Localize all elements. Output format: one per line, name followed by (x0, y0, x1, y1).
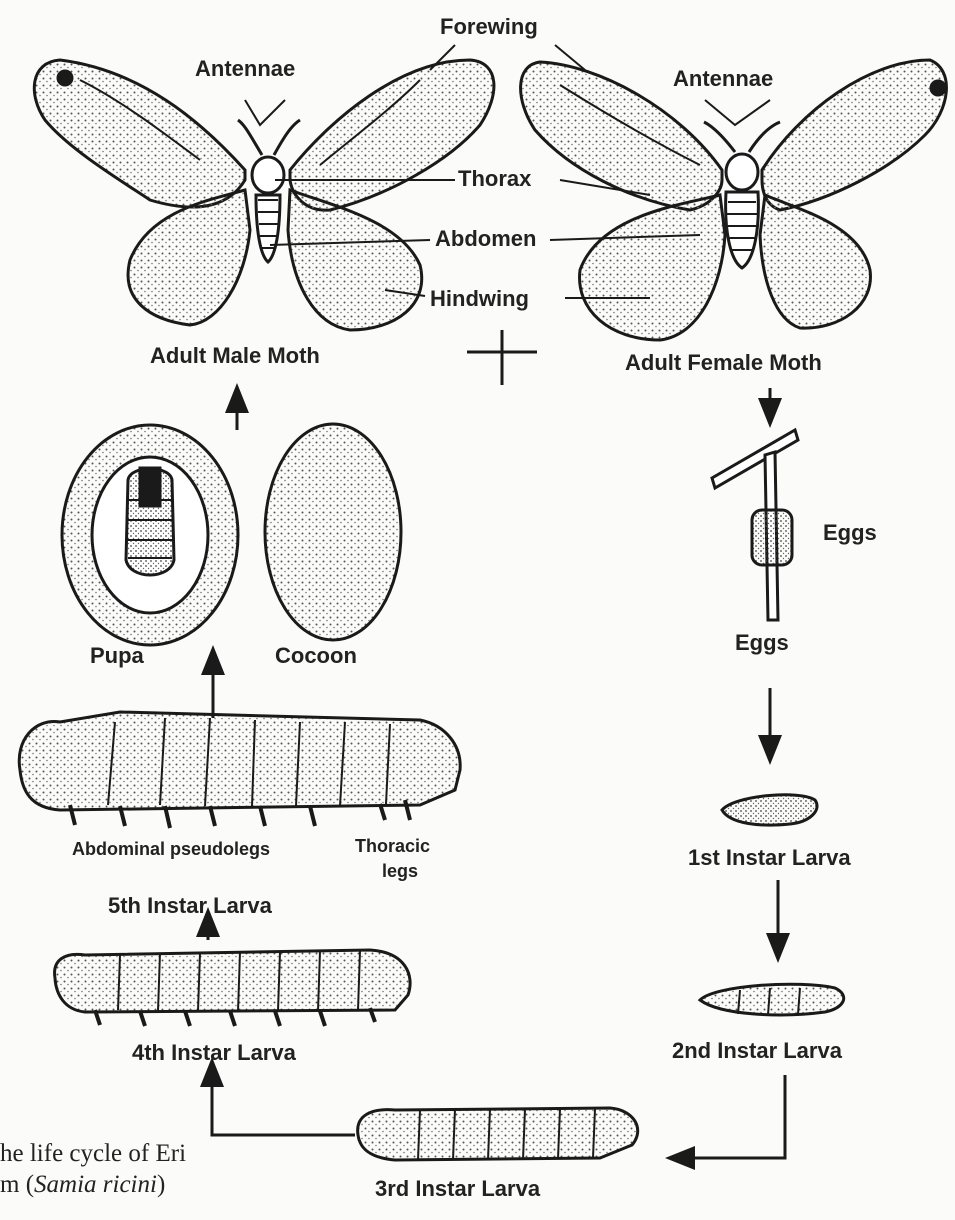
thorax-label: Thorax (458, 168, 531, 190)
2nd-instar-larva-label: 2nd Instar Larva (672, 1040, 842, 1062)
species-name: Samia ricini (34, 1171, 157, 1198)
3rd-instar-larva-label: 3rd Instar Larva (375, 1178, 540, 1200)
4th-instar-larva-illustration (55, 950, 411, 1026)
adult-female-moth-label: Adult Female Moth (625, 352, 822, 374)
5th-instar-larva-illustration (19, 712, 460, 828)
eggs-label: Eggs (735, 632, 789, 654)
thoracic-legs-label-line1: Thoracic (355, 837, 430, 855)
cocoon-illustration (265, 424, 401, 640)
4th-instar-larva-label: 4th Instar Larva (132, 1042, 296, 1064)
caption-line-2: m (Samia ricini) (0, 1169, 186, 1200)
cocoon-label: Cocoon (275, 645, 357, 667)
adult-male-moth-label: Adult Male Moth (150, 345, 320, 367)
pupa-illustration (62, 425, 238, 645)
1st-instar-larva-label: 1st Instar Larva (688, 847, 851, 869)
forewing-label: Forewing (440, 16, 538, 38)
hindwing-label: Hindwing (430, 288, 529, 310)
antennae-female-label: Antennae (673, 68, 773, 90)
adult-male-moth-illustration (34, 60, 494, 330)
1st-instar-larva-illustration (722, 795, 817, 825)
thoracic-legs-label-line2: legs (382, 862, 418, 880)
pupa-label: Pupa (90, 645, 144, 667)
abdomen-label: Abdomen (435, 228, 536, 250)
caption-line-1: he life cycle of Eri (0, 1138, 186, 1169)
eggs-on-twig-illustration (712, 430, 798, 620)
plus-sign (467, 330, 537, 385)
5th-instar-larva-label: 5th Instar Larva (108, 895, 272, 917)
antennae-male-label: Antennae (195, 58, 295, 80)
2nd-instar-larva-illustration (700, 984, 844, 1015)
abdominal-pseudolegs-label: Abdominal pseudolegs (72, 840, 270, 858)
figure-caption: he life cycle of Eri m (Samia ricini) (0, 1138, 186, 1201)
eggs-side-label: Eggs (823, 522, 877, 544)
3rd-instar-larva-illustration (358, 1108, 638, 1160)
